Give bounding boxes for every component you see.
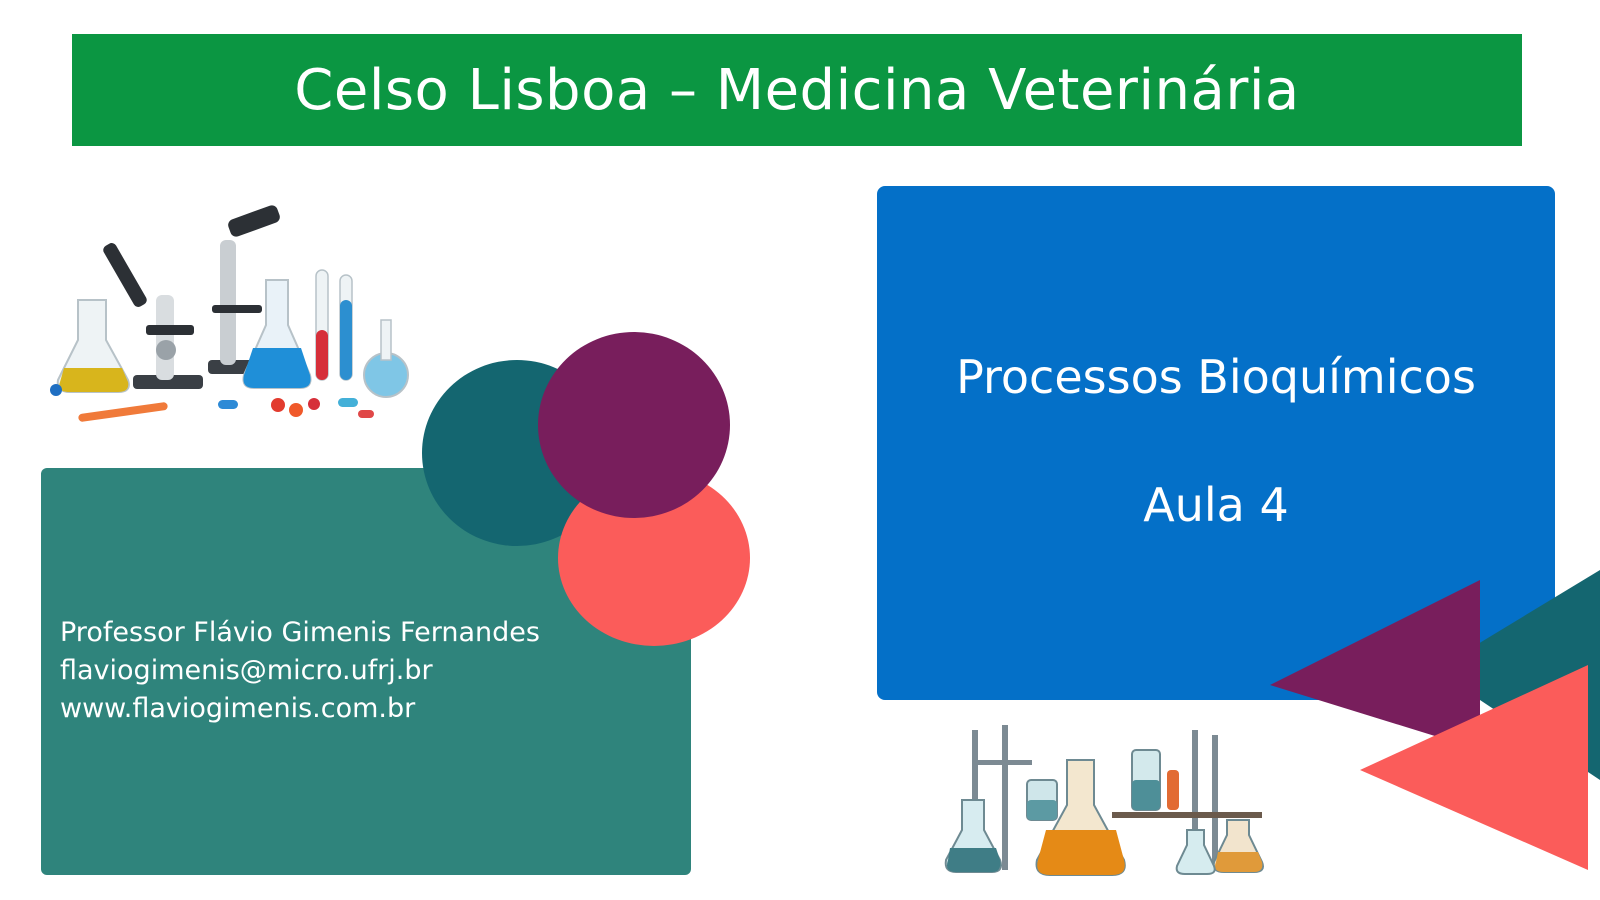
flask-icon [1035,759,1126,876]
flask-icon [363,319,409,398]
flask-icon [242,279,312,389]
triangle-coral [1360,665,1588,870]
microscope-icon [103,243,203,389]
decorative-triangles [1270,570,1600,870]
author-email: flaviogimenis@micro.ufrj.br [60,655,433,686]
pills-icon [50,384,374,422]
header-bar: Celso Lisboa – Medicina Veterinária [72,34,1522,146]
chemistry-apparatus-illustration [944,725,1264,876]
author-name: Professor Flávio Gimenis Fernandes [60,617,540,648]
author-website: www.flaviogimenis.com.br [60,693,416,724]
flask-icon [56,299,130,393]
decorative-circle-plum [538,332,730,518]
beaker-icon [1026,749,1179,821]
lesson-label: Aula 4 [1143,478,1289,532]
author-info: Professor Flávio Gimenis Fernandes flavi… [60,614,540,728]
test-tube-icon [315,269,353,381]
course-title: Processos Bioquímicos [956,350,1476,404]
laboratory-equipment-illustration [50,205,409,422]
flask-icon [1175,819,1264,875]
flask-icon [944,799,1002,873]
header-title: Celso Lisboa – Medicina Veterinária [294,57,1300,123]
triangle-plum [1270,580,1480,750]
